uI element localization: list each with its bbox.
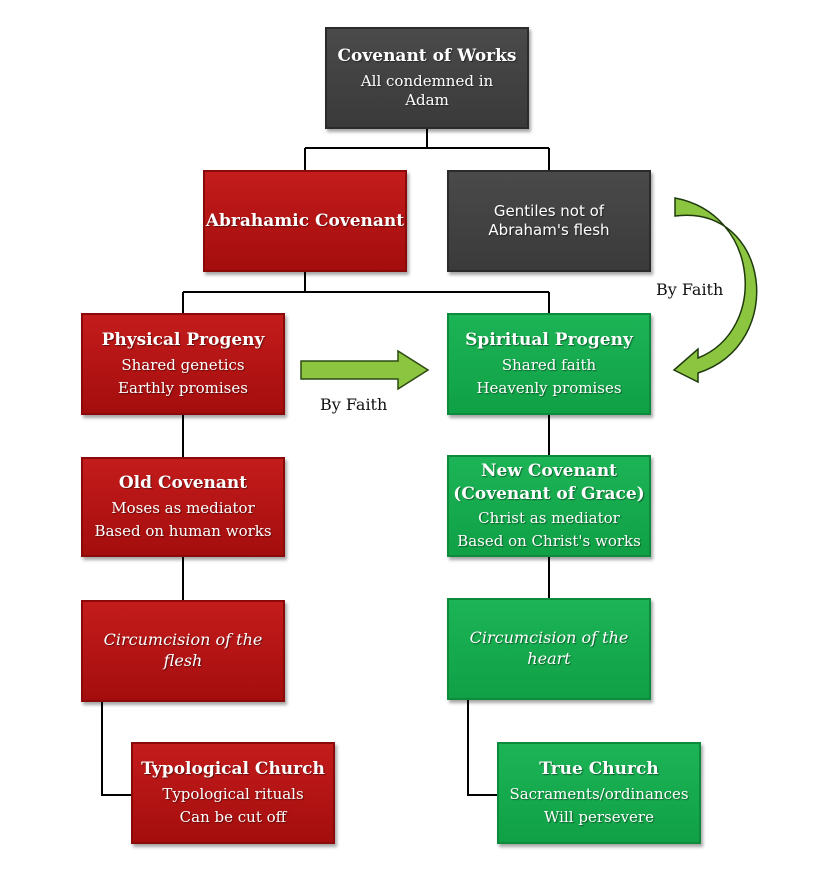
typological-church-line-1: Typological rituals <box>162 784 304 803</box>
circumcision-flesh-box: Circumcision of the flesh <box>81 600 285 702</box>
covenant-of-works-box: Covenant of Works All condemned in Adam <box>325 27 529 129</box>
typological-church-title: Typological Church <box>141 759 325 780</box>
true-church-line-2: Will persevere <box>544 808 654 827</box>
circumcision-flesh-line-1: Circumcision of the <box>103 630 263 650</box>
new-covenant-title-line-2: (Covenant of Grace) <box>453 483 645 504</box>
connector-flesh-typological <box>101 701 132 796</box>
physical-progeny-box: Physical Progeny Shared genetics Earthly… <box>81 313 285 415</box>
abrahamic-covenant-box: Abrahamic Covenant <box>203 170 407 272</box>
circumcision-heart-box: Circumcision of the heart <box>447 598 651 700</box>
by-faith-label-right: By Faith <box>656 280 724 299</box>
connector-heart-true <box>467 700 498 796</box>
gentiles-box: Gentiles not of Abraham's flesh <box>447 170 651 272</box>
spiritual-progeny-line-2: Heavenly promises <box>476 379 622 398</box>
gentiles-line-2: Abraham's flesh <box>488 221 610 239</box>
by-faith-label-middle: By Faith <box>320 395 388 414</box>
old-covenant-title: Old Covenant <box>118 473 248 494</box>
old-covenant-line-1: Moses as mediator <box>111 498 255 517</box>
covenant-of-works-line-2: Adam <box>405 91 449 110</box>
spiritual-progeny-title: Spiritual Progeny <box>465 330 633 351</box>
by-faith-curved-arrow <box>672 197 758 384</box>
new-covenant-line-1: Christ as mediator <box>478 508 620 527</box>
circumcision-heart-line-1: Circumcision of the <box>469 628 629 648</box>
typological-church-line-2: Can be cut off <box>179 808 287 827</box>
gentiles-line-1: Gentiles not of <box>493 201 605 220</box>
new-covenant-box: New Covenant (Covenant of Grace) Christ … <box>447 455 651 557</box>
new-covenant-line-2: Based on Christ's works <box>457 532 641 551</box>
spiritual-progeny-box: Spiritual Progeny Shared faith Heavenly … <box>447 313 651 415</box>
covenant-of-works-line-1: All condemned in <box>360 71 494 90</box>
new-covenant-title-line-1: New Covenant <box>480 461 618 482</box>
physical-progeny-line-1: Shared genetics <box>121 355 245 374</box>
by-faith-straight-arrow <box>300 349 430 391</box>
true-church-line-1: Sacraments/ordinances <box>509 784 689 803</box>
old-covenant-line-2: Based on human works <box>94 522 272 541</box>
circumcision-flesh-line-2: flesh <box>163 651 203 670</box>
true-church-title: True Church <box>539 759 659 780</box>
typological-church-box: Typological Church Typological rituals C… <box>131 742 335 844</box>
true-church-box: True Church Sacraments/ordinances Will p… <box>497 742 701 844</box>
circumcision-heart-line-2: heart <box>527 649 571 668</box>
physical-progeny-title: Physical Progeny <box>101 330 265 351</box>
spiritual-progeny-line-1: Shared faith <box>501 355 597 374</box>
old-covenant-box: Old Covenant Moses as mediator Based on … <box>81 457 285 557</box>
physical-progeny-line-2: Earthly promises <box>118 379 248 398</box>
covenant-of-works-title: Covenant of Works <box>337 46 517 67</box>
abrahamic-covenant-title: Abrahamic Covenant <box>205 210 405 231</box>
